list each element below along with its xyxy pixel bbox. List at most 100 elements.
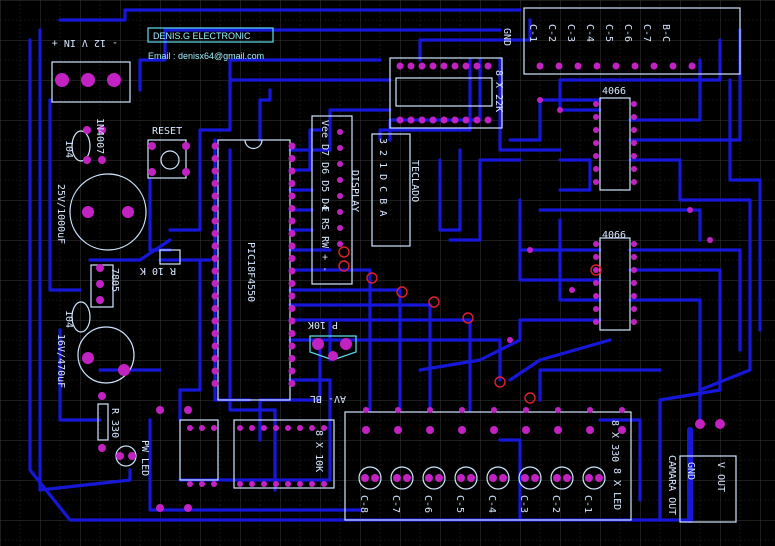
rpack-top-pad [473, 116, 481, 124]
ic1-pin-pad [593, 101, 599, 107]
connector-label: C-5 [603, 24, 614, 42]
led-pad [403, 474, 411, 482]
component-pad [98, 126, 106, 134]
power-connector-pad [81, 73, 95, 87]
rpack-bottom-pad [426, 426, 434, 434]
led-pad [371, 474, 379, 482]
component-pad [182, 142, 190, 150]
rpack-left-pad [249, 481, 255, 487]
component-pad [715, 419, 725, 429]
component-pad [695, 419, 705, 429]
rpack-bottom-pad [363, 407, 369, 413]
connector-label: C-2 [546, 24, 557, 42]
connector-label: C-7 [641, 24, 652, 42]
rpack-top-pad [484, 116, 492, 124]
component-pad [156, 504, 164, 512]
rpack-bottom-pad [555, 407, 561, 413]
ic1-label: 4066 [602, 86, 626, 97]
led-pad [553, 474, 561, 482]
rpack-left-pad [285, 481, 291, 487]
via-ring [396, 286, 408, 298]
led-outline [390, 466, 414, 490]
mcu-pin-pad [288, 342, 296, 350]
led-pad [595, 474, 603, 482]
mcu-pin-pad [211, 330, 219, 337]
rpack-top-pad [462, 62, 470, 70]
connector-label: C-3 [565, 24, 576, 42]
led-pad [563, 474, 571, 482]
rpack-top-pad [407, 116, 415, 124]
mcu-pin-pad [288, 180, 296, 187]
ic1-pin-pad [593, 114, 599, 120]
resistor-pad [211, 425, 217, 431]
rpack-bottom-pad [523, 407, 529, 413]
diode-label: 1N4007 [94, 118, 105, 154]
mcu-pin-pad [288, 255, 296, 262]
rpack-top-pad [396, 62, 404, 70]
mcu-pin-pad [288, 292, 296, 300]
ic2-pin-pad [593, 293, 599, 299]
mcu-pin-pad [211, 267, 219, 275]
display-label: DISPLAY [349, 170, 360, 212]
mcu-pin-pad [288, 192, 296, 200]
ic1-pin-pad [593, 153, 599, 159]
component-pad [569, 287, 575, 293]
mcu-pin-pad [288, 355, 296, 362]
component-pad [182, 168, 190, 176]
display-pins-label: Vee D7 D6 D5 D4 [319, 120, 330, 210]
cap-104-b-label: 104 [63, 310, 74, 328]
rpack-left-label: 8 X 10K [313, 430, 324, 472]
component-pad [82, 206, 94, 218]
led-label: C-3 [518, 495, 529, 513]
mcu-pin-pad [288, 230, 296, 237]
ic1-pin-pad [631, 140, 637, 146]
component-pad [507, 337, 513, 343]
connector-label: C-1 [527, 24, 538, 42]
resistor-pad [211, 481, 217, 487]
mcu-pin-pad [288, 167, 296, 175]
component-pad [96, 296, 104, 304]
av-bl-label: AV- BL [310, 393, 346, 404]
rpack-bottom-pad [491, 407, 497, 413]
mcu-pin-pad [211, 380, 219, 387]
ic2-pin-pad [631, 319, 637, 325]
rpack-top-pad [473, 62, 481, 70]
rpack-left-pad [261, 425, 267, 431]
component-pad [148, 142, 156, 150]
mcu-pin-pad [288, 367, 296, 375]
rpack-bottom-pad [618, 426, 626, 434]
mcu-pin-pad [288, 330, 296, 337]
rpack-left-pad [309, 481, 315, 487]
component-pad [83, 126, 91, 134]
rpack-top-pad [429, 116, 437, 124]
mcu-pin-pad [211, 192, 219, 200]
connector-pad [688, 62, 696, 70]
connector-pad [650, 62, 658, 70]
ic2-pin-pad [593, 241, 599, 247]
mcu-pin-pad [288, 317, 296, 325]
component-pad [96, 280, 104, 288]
cap-big-label: 25V/1000uF [55, 184, 66, 244]
reset-label: RESET [152, 126, 182, 137]
led-pad [499, 474, 507, 482]
led-pad [393, 474, 401, 482]
component-pad [156, 406, 164, 414]
connector-pad [593, 62, 601, 70]
via-ring [494, 376, 506, 388]
component-pad [82, 352, 94, 364]
rpack-left-pad [249, 425, 255, 431]
ic1-pin-pad [631, 101, 637, 107]
resistor-pad [199, 481, 205, 487]
mcu-pin-pad [211, 242, 219, 250]
mcu-pin-pad [211, 317, 219, 325]
display-pin-pad [337, 193, 343, 199]
rpack-left-pad [273, 481, 279, 487]
led-pad [585, 474, 593, 482]
power-in-label: - 12 V IN + [52, 37, 118, 48]
rpack-left-pad [321, 425, 327, 431]
ic1-pin-pad [593, 179, 599, 185]
ic1-pin-pad [631, 179, 637, 185]
teclado-pins-label: 3 2 1 D C B A [377, 138, 388, 216]
led-label: C-1 [582, 495, 593, 513]
led-pad [531, 474, 539, 482]
